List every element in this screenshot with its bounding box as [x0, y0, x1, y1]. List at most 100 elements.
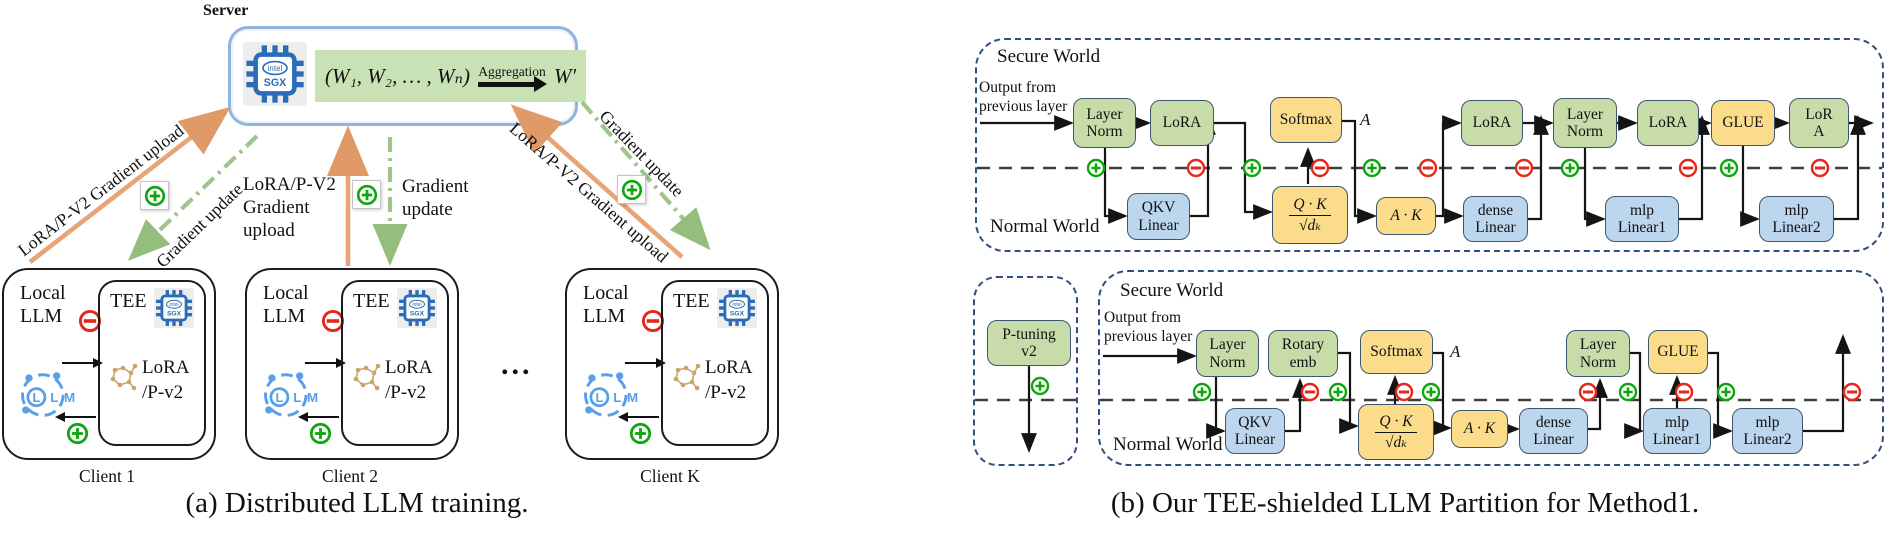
plus-icon: [309, 422, 332, 450]
minus-icon: [1310, 158, 1330, 178]
plus-icon: [1328, 382, 1348, 402]
intel-sgx-icon: intel SGX: [154, 288, 194, 328]
plus-icon: [1192, 382, 1212, 402]
node-lora1: LoRA: [1150, 100, 1214, 146]
lora-pv2-label: LoRA/P-v2: [142, 357, 190, 403]
arrow-left-icon: [55, 410, 96, 423]
plus-icon: [352, 180, 381, 209]
plus-icon: [1618, 382, 1638, 402]
minus-icon: [1514, 158, 1534, 178]
minus-icon: [1186, 158, 1206, 178]
svg-text:SGX: SGX: [730, 311, 745, 318]
minus-icon: [1300, 382, 1320, 402]
plus-icon: [1086, 158, 1106, 178]
tee-box: TEE intel SGX LoRA/P-v2: [98, 280, 206, 446]
intel-sgx-icon: intel SGX: [717, 288, 757, 328]
minus-icon: [1394, 382, 1414, 402]
attention-a-label-2: A: [1450, 342, 1461, 361]
update-label-line: update: [402, 199, 453, 221]
arrow-left-icon: [298, 410, 339, 423]
clients-ellipsis: ...: [501, 348, 533, 381]
svg-text:intel: intel: [412, 302, 421, 308]
plus-icon: [1242, 158, 1262, 178]
svg-text:intel: intel: [169, 302, 178, 308]
minus-icon: [1678, 158, 1698, 178]
secure-world-box-top: [975, 38, 1884, 252]
intel-sgx-icon: intel SGX: [243, 41, 307, 106]
minus-icon: [1310, 158, 1330, 178]
llm-icon: L L M: [264, 372, 318, 417]
normal-world-label-1: Normal World: [990, 216, 1100, 237]
arrow-right-icon: [305, 356, 346, 369]
node-glue1: GLUE: [1711, 100, 1775, 146]
minus-icon: [1810, 158, 1830, 178]
plus-icon: [1030, 376, 1050, 396]
svg-text:L M: L M: [613, 390, 639, 405]
svg-text:L: L: [275, 390, 283, 405]
svg-text:intel: intel: [732, 302, 741, 308]
aggregation-arrow: Aggregation: [478, 65, 548, 93]
node-akb: A · K: [1451, 410, 1508, 448]
plus-icon: [1560, 158, 1580, 178]
minus-icon: [1674, 382, 1694, 402]
arrow-right-icon: [625, 356, 666, 369]
node-qkb: Q · K√dₖ: [1358, 404, 1434, 460]
minus-icon: [1842, 382, 1862, 402]
upload-label-line: Gradient: [243, 197, 310, 219]
attention-a-label-1: A: [1360, 110, 1371, 129]
normal-world-label-2: Normal World: [1113, 434, 1223, 455]
plus-icon: [1716, 382, 1736, 402]
minus-icon: [1842, 382, 1862, 402]
plus-icon: [621, 179, 642, 200]
client-name: Client 2: [322, 466, 378, 486]
minus-icon: [1418, 158, 1438, 178]
node-smb: Softmax: [1360, 330, 1433, 374]
plus-icon: [1719, 158, 1739, 178]
plus-icon: [629, 422, 652, 445]
intel-sgx-icon: intel SGX: [243, 41, 307, 111]
minus-icon: [1418, 158, 1438, 178]
node-sm1: Softmax: [1270, 97, 1342, 143]
minus-icon: [78, 309, 102, 338]
plus-icon: [1192, 382, 1212, 402]
node-qk1: Q · K√dₖ: [1272, 186, 1348, 244]
ptuning-box: [973, 276, 1078, 466]
tee-label: TEE: [110, 290, 147, 312]
node-lora2: LoRA: [1461, 100, 1523, 146]
plus-icon: [356, 184, 377, 205]
svg-text:SGX: SGX: [410, 311, 425, 318]
tee-box: TEE intel SGX LoRA/P-v2: [341, 280, 449, 446]
plus-icon: [1030, 376, 1050, 396]
minus-icon: [78, 309, 102, 333]
minus-icon: [1578, 382, 1598, 402]
plus-icon: [1421, 382, 1441, 402]
plus-icon: [1242, 158, 1262, 178]
plus-icon: [1086, 158, 1106, 178]
lora-adapter-icon: [110, 363, 138, 391]
minus-icon: [321, 309, 345, 338]
svg-text:SGX: SGX: [167, 311, 182, 318]
svg-text:L M: L M: [50, 390, 76, 405]
node-glueb: GLUE: [1648, 330, 1708, 374]
minus-icon: [1394, 382, 1414, 402]
llm-icon: L L M: [584, 372, 639, 417]
svg-text:L: L: [595, 390, 603, 405]
